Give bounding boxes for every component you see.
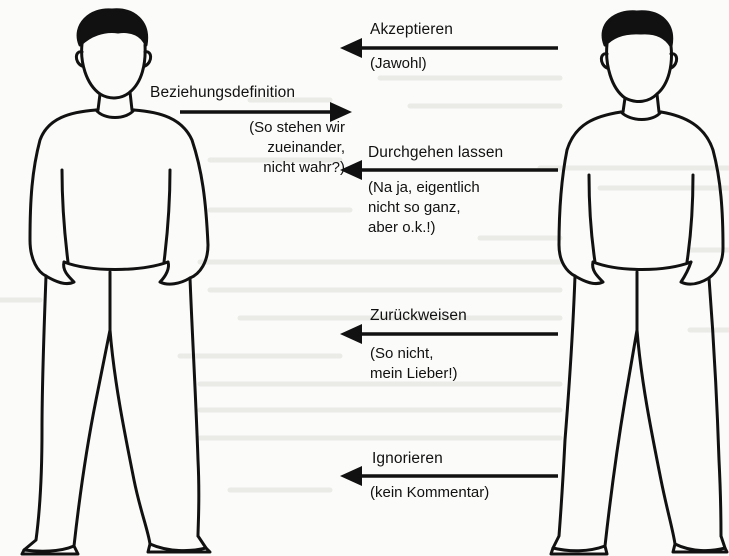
- response-arrow-zurueckweisen: [340, 322, 562, 346]
- right-person-figure: [545, 0, 729, 556]
- response-subtext-akzeptieren: (Jawohl): [370, 54, 427, 74]
- response-subtext-durchgehen-lassen: (Na ja, eigentlich nicht so ganz, aber o…: [368, 178, 480, 238]
- response-label-zurueckweisen: Zurückweisen: [370, 306, 467, 325]
- response-label-ignorieren: Ignorieren: [372, 449, 443, 468]
- sender-label: Beziehungsdefinition: [150, 83, 295, 102]
- sender-subtext: (So stehen wir zueinander, nicht wahr?): [200, 118, 345, 178]
- response-label-durchgehen-lassen: Durchgehen lassen: [368, 143, 503, 162]
- response-subtext-ignorieren: (kein Kommentar): [370, 483, 489, 503]
- response-subtext-zurueckweisen: (So nicht, mein Lieber!): [370, 344, 458, 384]
- response-label-akzeptieren: Akzeptieren: [370, 20, 453, 39]
